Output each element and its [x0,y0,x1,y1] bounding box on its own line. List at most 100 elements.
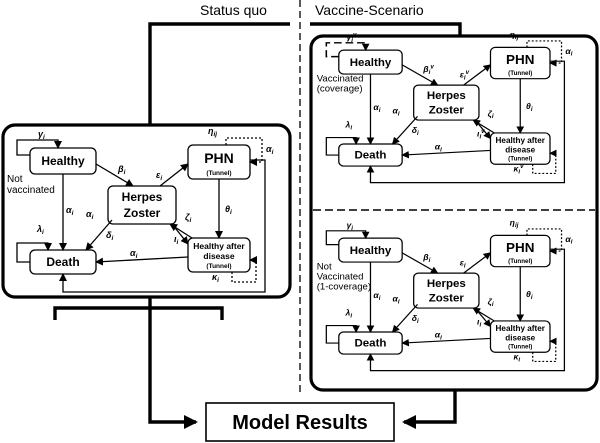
arrow-phn-death-outer [366,60,566,184]
param-alpha-herpes: αi [393,106,400,118]
loop-healthy [325,42,370,58]
zoster-label: Zoster [429,105,465,117]
phn-tunnel-label: (Tunnel) [508,70,532,77]
vaccine-to-results [402,390,457,429]
param-alpha-herpes: αi [86,209,94,221]
healthy-after-label-1: Healthy after [193,241,245,251]
param-lambda: λi [344,308,352,320]
loop-death [16,242,52,263]
header-vaccine-scenario: Vaccine-Scenario [315,2,424,18]
arrow-healthyafter-herpes [169,223,193,239]
loop-healthy [16,139,62,156]
arrow-healthyafter-death [401,149,491,159]
loop-phn [225,137,263,166]
arrow-herpes-phn [159,163,189,187]
param-iota: ιiv [477,128,485,140]
param-zeta: ζi [488,109,494,121]
arrow-healthyafter-death [401,337,491,347]
side-label-vac_1: Vaccinated [317,73,364,84]
param-delta: δi [106,230,114,242]
death-label: Death [354,338,386,350]
param-delta: δi [412,313,419,325]
side-label-nvac_2: Vaccinated [317,271,364,282]
param-kappa: κi [212,272,219,284]
side-label-nvac_1: Not [317,261,332,272]
herpes-zoster-node [413,272,480,309]
healthy-label: Healthy [350,57,392,69]
param-kappa: κiv [514,163,525,175]
param-lambda: λi [36,224,44,236]
herpes-zoster-node [413,84,480,121]
side-label-nvac_3: (1-coverage) [317,281,371,292]
param-zeta: ζi [185,212,191,224]
side-label-vac_2: (coverage) [317,83,363,94]
arrow-herpes-phn [463,64,492,86]
param-alpha-bottom: αi [435,142,442,154]
loop-phn [526,228,563,255]
status-quo-results-arrow [148,308,198,429]
arrow-healthy-herpes [401,64,439,86]
param-eta: ηij [510,217,519,229]
zoster-label: Zoster [124,206,161,220]
healthy-after-tunnel: (Tunnel) [508,344,532,351]
healthy-after-label-2: disease [505,145,535,154]
param-beta: βi [422,252,430,264]
arrow-herpes-death [85,219,113,251]
arrow-healthyafter-herpes [472,119,495,134]
arrow-herpes-phn [463,252,492,274]
vaccine-connector [310,22,462,36]
param-iota: ιi [477,317,481,329]
healthy-label: Healthy [41,154,85,168]
zoster-label: Zoster [429,293,465,305]
param-delta: δi [412,125,419,137]
param-beta: βi [117,164,126,176]
param-alpha-phn: αi [565,46,572,58]
header-status-quo: Status quo [200,2,267,18]
param-theta: θi [526,289,533,301]
param-alpha-bottom: αi [130,248,138,260]
status-quo-to-results [53,297,224,320]
param-alpha-healthy: αi [66,205,74,217]
param-zeta: ζi [488,297,494,309]
herpes-label: Herpes [427,278,466,290]
status-quo-connector [148,22,290,125]
arrow-healthy-herpes [95,163,134,187]
side-label-sq_1: Not [7,174,23,185]
loop-healthyafter [532,149,557,175]
healthy-after-tunnel: (Tunnel) [206,263,231,270]
phn-tunnel-label: (Tunnel) [206,170,231,177]
healthy-after-label-1: Healthy after [496,324,545,333]
param-gamma: γi [346,220,353,232]
loop-phn [526,40,563,67]
loop-healthyafter [532,337,557,363]
param-iota: ιi [174,234,179,246]
herpes-label: Herpes [122,190,163,204]
param-kappa: κi [514,352,521,364]
param-alpha-healthy: αi [373,290,380,302]
param-alpha-bottom: αi [435,330,442,342]
arrow-healthyafter-death [95,256,189,266]
death-label: Death [354,150,386,162]
param-epsilon: εi [156,170,162,182]
arrow-healthy-herpes [401,252,439,274]
param-eta: ηij [208,126,217,138]
param-gamma: γi [38,129,45,141]
healthy-after-label-1: Healthy after [496,136,545,145]
arrow-phn-death-outer [366,248,566,372]
param-alpha-phn: αi [565,234,572,246]
healthy-label: Healthy [350,245,392,257]
side-label-sq_2: vaccinated [7,185,55,196]
phn-label: PHN [204,150,234,166]
param-epsilon: εi [460,258,466,270]
param-alpha-herpes: αi [393,294,400,306]
param-alpha-phn: αi [266,144,274,156]
phn-label: PHN [506,52,534,67]
param-epsilon: εiv [460,69,470,81]
arrow-phn-death-outer [59,159,266,293]
loop-death [325,324,360,344]
param-alpha-healthy: αi [373,102,380,114]
model-results-label: Model Results [232,412,368,434]
